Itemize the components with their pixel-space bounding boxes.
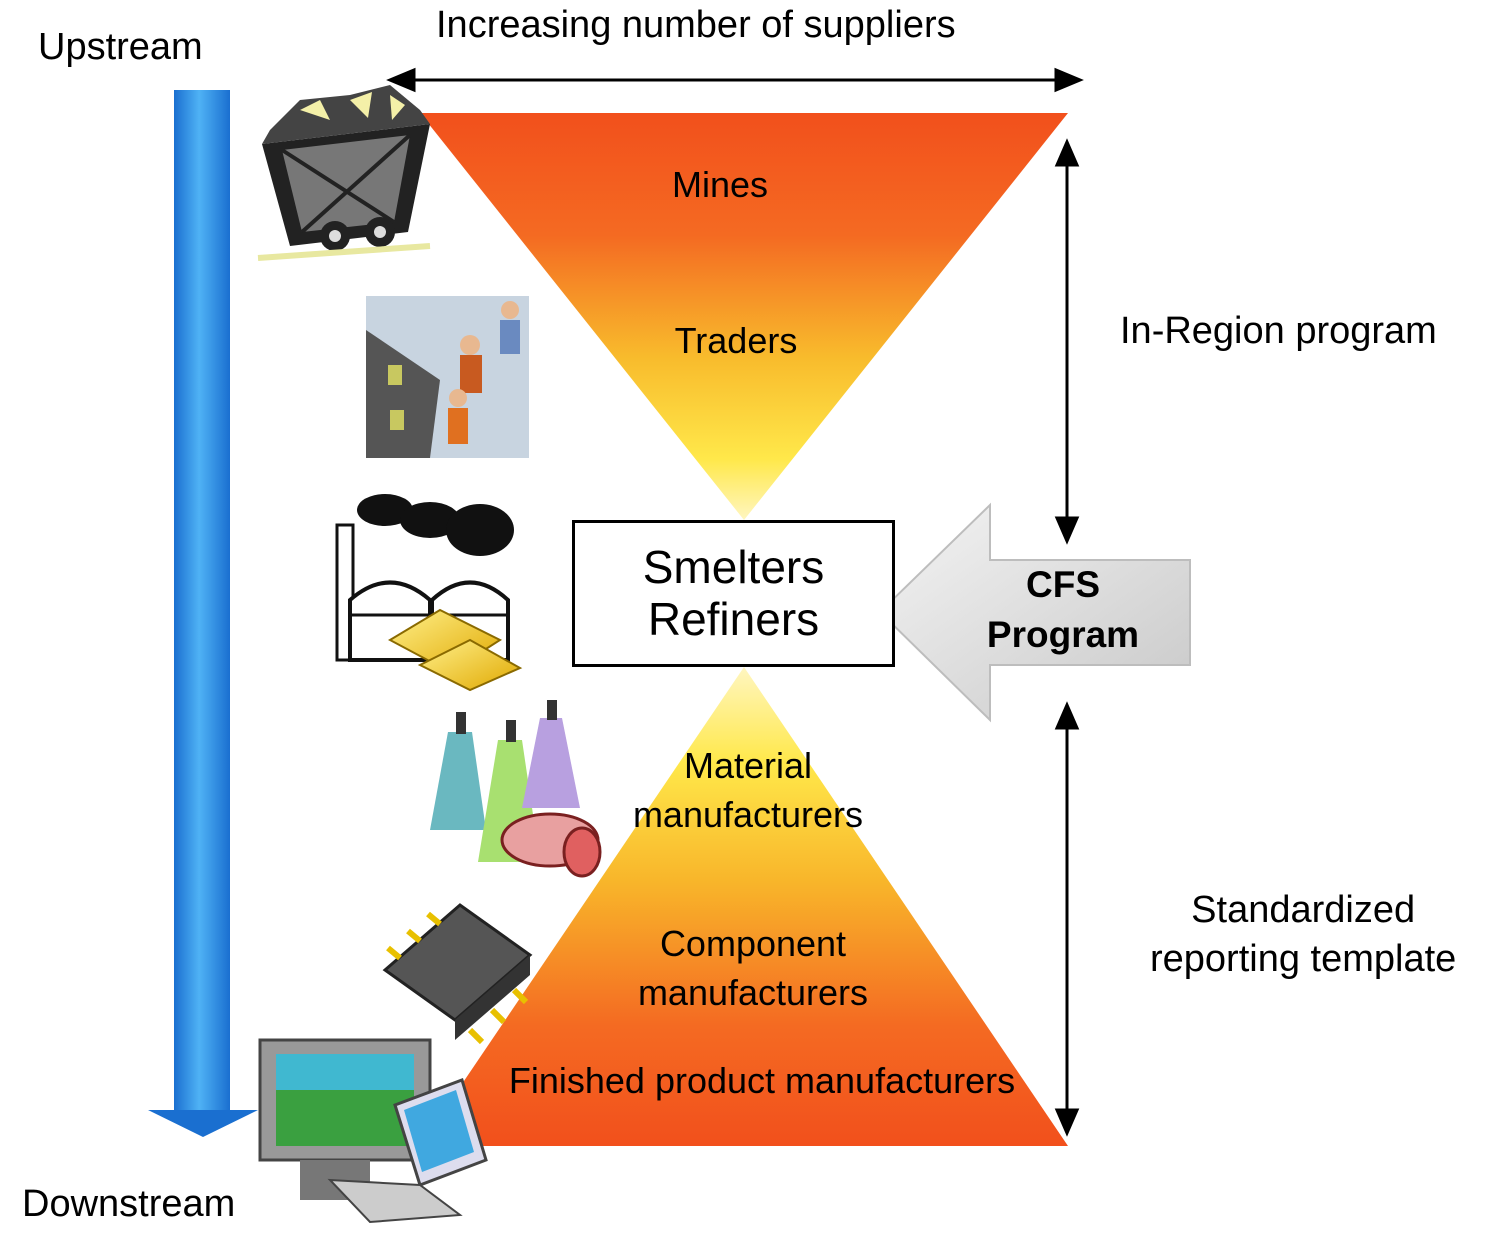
stage-finished-product-manufacturers: Finished product manufacturers [508, 1060, 1016, 1101]
reporting-template-line2: reporting template [1150, 938, 1457, 981]
reporting-template-line1: Standardized [1191, 889, 1416, 931]
smelters-line: Smelters [642, 540, 825, 593]
traders-icon [366, 296, 529, 458]
mine-cart-icon [257, 85, 431, 261]
refiners-line: Refiners [647, 592, 820, 645]
upstream-downstream-arrow [148, 90, 258, 1137]
in-region-arrow [1054, 138, 1080, 545]
stage-component-manufacturers: Component manufacturers [598, 920, 908, 1017]
upper-funnel [420, 113, 1068, 520]
material-line1: Material [683, 745, 813, 786]
supplier-count-arrow [386, 67, 1084, 93]
supplier-count-label: Increasing number of suppliers [436, 4, 956, 46]
lower-funnel [420, 667, 1068, 1146]
reporting-template-label: Standardized reporting template [1150, 886, 1456, 985]
computer-icon [258, 1038, 488, 1224]
component-line1: Component [659, 923, 847, 964]
cfs-line2: Program [986, 613, 1140, 655]
upstream-label: Upstream [38, 26, 203, 68]
cfs-line1: CFS [1026, 564, 1100, 605]
downstream-label: Downstream [22, 1183, 236, 1225]
material-line2: manufacturers [632, 793, 864, 835]
stage-traders: Traders [674, 320, 798, 361]
stage-material-manufacturers: Material manufacturers [598, 742, 898, 839]
cfs-program-label: CFS Program [950, 560, 1176, 660]
stage-mines: Mines [671, 164, 769, 205]
smelter-factory-icon [335, 494, 523, 692]
microchip-icon [382, 903, 533, 1045]
cfs-program-arrow [878, 502, 1191, 723]
reporting-template-arrow [1054, 701, 1080, 1137]
smelters-refiners-box: Smelters Refiners [572, 520, 895, 667]
thread-spools-icon [430, 700, 602, 878]
component-line2: manufacturers [637, 971, 869, 1013]
in-region-label: In-Region program [1120, 310, 1437, 352]
